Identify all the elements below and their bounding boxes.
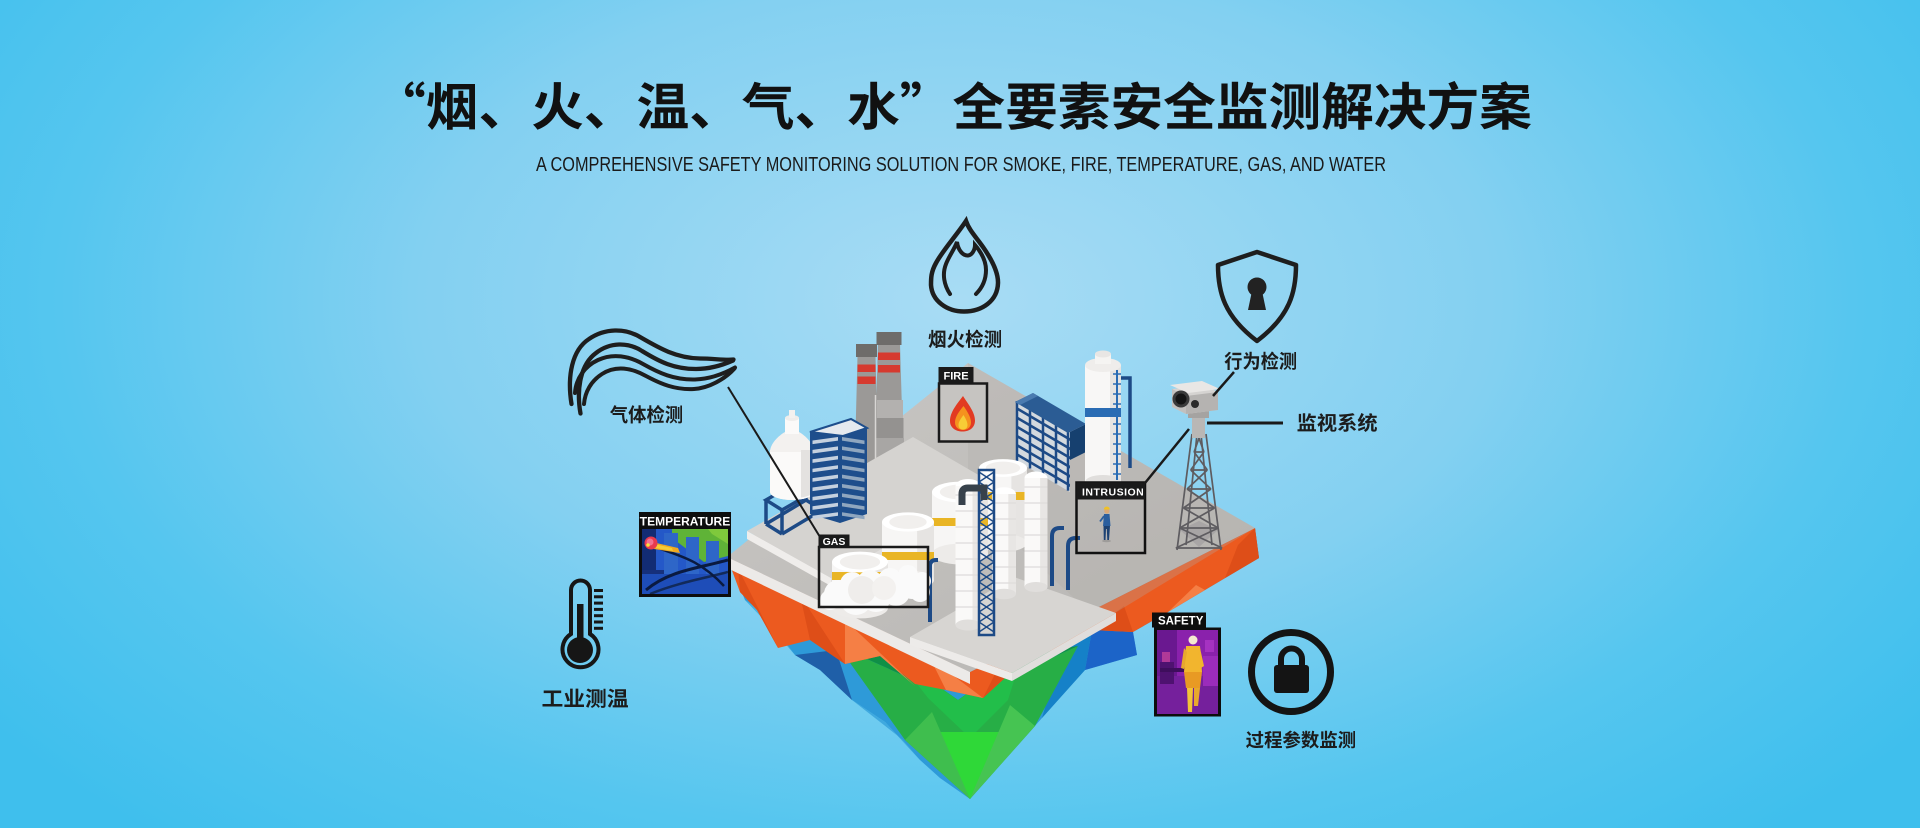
- svg-text:GAS: GAS: [823, 536, 846, 548]
- svg-text:INTRUSION: INTRUSION: [1082, 487, 1144, 499]
- svg-text:TEMPERATURE: TEMPERATURE: [640, 515, 730, 529]
- svg-text:FIRE: FIRE: [943, 371, 968, 383]
- svg-text:SAFETY: SAFETY: [1158, 616, 1204, 628]
- svg-text:A COMPREHENSIVE SAFETY MONITOR: A COMPREHENSIVE SAFETY MONITORING SOLUTI…: [536, 154, 1386, 176]
